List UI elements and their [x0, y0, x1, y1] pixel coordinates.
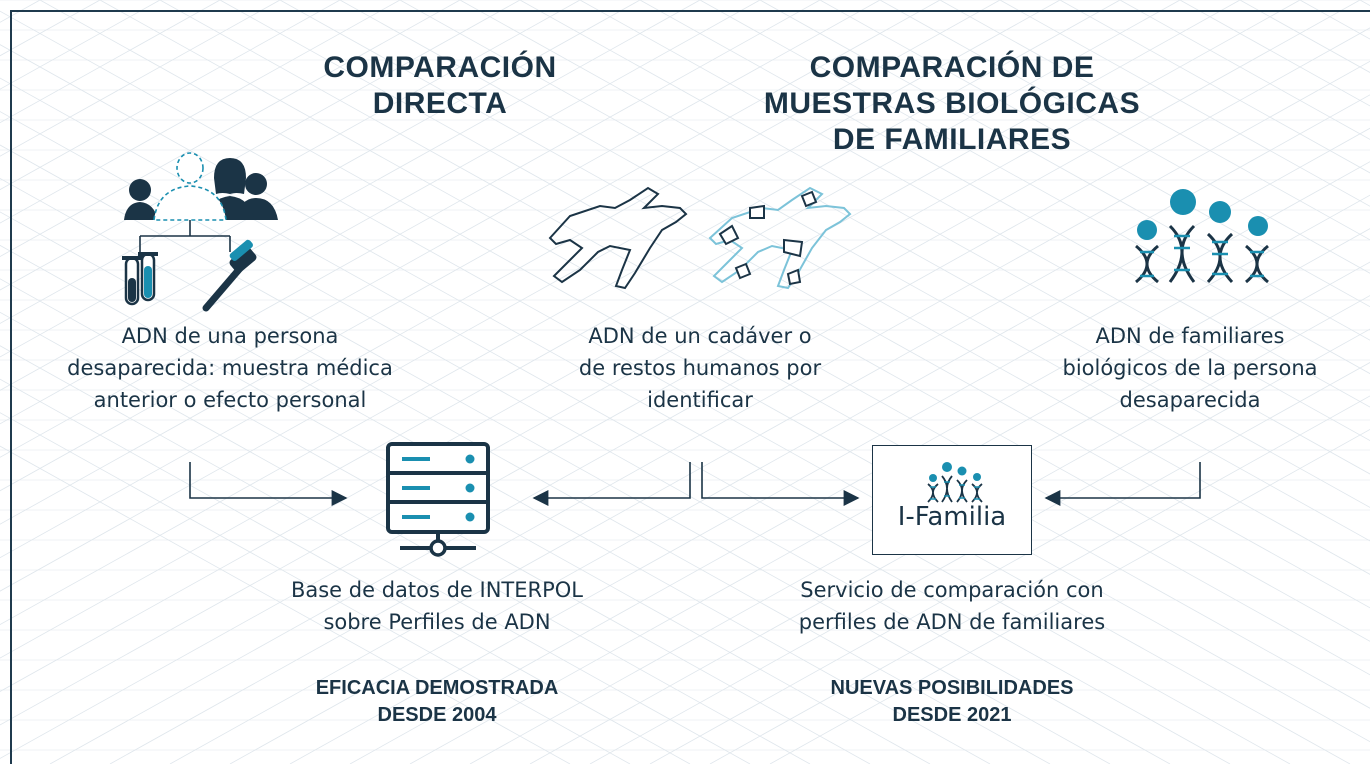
database-description: Base de datos de INTERPOL sobre Perfiles…	[290, 578, 584, 634]
arrow-missing-to-database	[189, 462, 348, 506]
arrow-remains-to-ifamilia	[701, 462, 860, 506]
ifamilia-footer: NUEVAS POSIBILIDADES DESDE 2021	[830, 677, 1074, 726]
server-database-icon	[386, 442, 490, 557]
ifamilia-logo-icon	[927, 462, 983, 503]
silhouettes-group-icon	[122, 152, 278, 312]
frame-left-line	[10, 10, 12, 764]
arrow-remains-to-database	[532, 462, 691, 506]
frame-top-line	[10, 10, 1370, 12]
source-missing-person-text: ADN de una persona desaparecida: muestra…	[67, 324, 393, 412]
ifamilia-description: Servicio de comparación con perfiles de …	[798, 578, 1106, 634]
database-footer: EFICACIA DEMOSTRADA DESDE 2004	[315, 677, 559, 726]
test-tubes-icon	[122, 252, 158, 306]
source-relatives-text: ADN de familiares biológicos de la perso…	[1062, 324, 1318, 412]
ifamilia-logo: I-Familia	[872, 445, 1032, 555]
heading-direct-comparison: COMPARACIÓN DIRECTA	[323, 51, 557, 120]
body-outline-icon	[548, 186, 852, 290]
source-remains-text: ADN de un cadáver o de restos humanos po…	[578, 324, 822, 412]
family-dna-icon	[1135, 189, 1269, 284]
ifamilia-logo-text: I-Familia	[897, 502, 1007, 532]
heading-familial-comparison: COMPARACIÓN DE MUESTRAS BIOLÓGICAS DE FA…	[763, 51, 1141, 156]
remains-outline-icon	[708, 186, 852, 290]
toothbrush-icon	[202, 239, 257, 312]
arrow-relatives-to-ifamilia	[1044, 462, 1201, 506]
